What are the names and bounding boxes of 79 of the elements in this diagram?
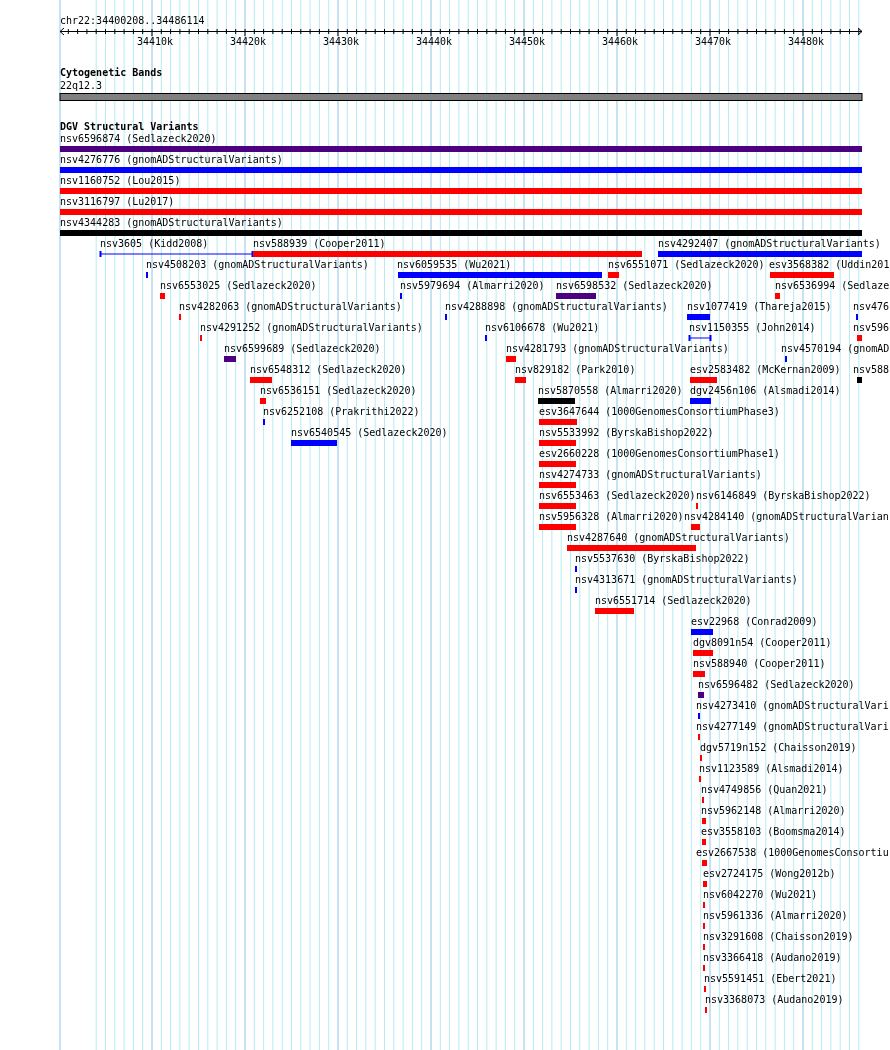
variant-label: nsv6551714 (Sedlazeck2020) [595,595,752,607]
variant-label: nsv6252108 (Prakrithi2022) [263,406,420,418]
variant-label: esv3558103 (Boomsma2014) [701,826,846,838]
band-label: 22q12.3 [60,80,103,92]
coordinate-label: chr22:34400208..34486114 [60,15,205,27]
variant-label: nsv4313671 (gnomADStructuralVariants) [575,574,798,586]
tick-label: 34430k [323,36,360,48]
variant-label: nsv5961336 (Almarri2020) [703,910,848,922]
tick-label: 34410k [137,36,174,48]
tick-label: 34470k [695,36,732,48]
variant-label: nsv588 [853,364,890,376]
variant-label: nsv3291608 (Chaisson2019) [703,931,854,943]
variant-label: nsv6596874 (Sedlazeck2020) [60,133,217,145]
variant-label: esv3647644 (1000GenomesConsortiumPhase3) [539,406,780,418]
variant-label: nsv6042270 (Wu2021) [703,889,818,901]
variant-label: nsv6548312 (Sedlazeck2020) [250,364,407,376]
variant-label: nsv1123589 (Alsmadi2014) [699,763,844,775]
variant-label: esv3568382 (Uddin201 [769,259,890,271]
variant-label: nsv4508203 (gnomADStructuralVariants) [146,259,369,271]
variant-label: dgv8091n54 (Cooper2011) [693,637,832,649]
variant-label: nsv4344283 (gnomADStructuralVariants) [60,217,283,229]
variant-label: nsv4749856 (Quan2021) [701,784,828,796]
variant-label: esv2583482 (McKernan2009) [690,364,841,376]
variant-label: nsv4277149 (gnomADStructuralVari [696,721,889,733]
variant-label: nsv6536151 (Sedlazeck2020) [260,385,417,397]
variant-label: nsv6551071 (Sedlazeck2020) [608,259,765,271]
variant-label: dgv5719n152 (Chaisson2019) [700,742,857,754]
variant-label: nsv4292407 (gnomADStructuralVariants) [658,238,881,250]
variant-label: nsv4276776 (gnomADStructuralVariants) [60,154,283,166]
variant-label: nsv4281793 (gnomADStructuralVariants) [506,343,729,355]
variant-label: nsv1077419 (Thareja2015) [687,301,832,313]
variant-label: nsv4570194 (gnomAD [781,343,890,355]
variant-label: nsv588939 (Cooper2011) [253,238,386,250]
variant-label: nsv3116797 (Lu2017) [60,196,175,208]
variant-label: nsv6540545 (Sedlazeck2020) [291,427,448,439]
variant-label: nsv829182 (Park2010) [515,364,636,376]
variant-label: nsv5870558 (Almarri2020) [538,385,683,397]
variant-label: esv22968 (Conrad2009) [691,616,818,628]
variant-label: nsv588940 (Cooper2011) [693,658,826,670]
variant-label: nsv5956328 (Almarri2020) [539,511,684,523]
variant-label: nsv3605 (Kidd2008) [100,238,209,250]
variant-label: nsv4284140 (gnomADStructuralVarian [684,511,889,523]
variant-label: nsv4274733 (gnomADStructuralVariants) [539,469,762,481]
variant-label: nsv5537630 (ByrskaBishop2022) [575,553,750,565]
variant-label: nsv3366418 (Audano2019) [703,952,842,964]
tick-label: 34480k [788,36,825,48]
variant-label: nsv3368073 (Audano2019) [705,994,844,1006]
variant-label: nsv4287640 (gnomADStructuralVariants) [567,532,790,544]
variant-label: nsv4288898 (gnomADStructuralVariants) [445,301,668,313]
track-title: Cytogenetic Bands [60,67,163,79]
variant-label: nsv6146849 (ByrskaBishop2022) [696,490,871,502]
variant-label: nsv6553463 (Sedlazeck2020) [539,490,696,502]
variant-label: nsv5962148 (Almarri2020) [701,805,846,817]
variant-label: nsv4282063 (gnomADStructuralVariants) [179,301,402,313]
variant-label: nsv6598532 (Sedlazeck2020) [556,280,713,292]
tick-label: 34420k [230,36,267,48]
variant-label: nsv4273410 (gnomADStructuralVari [696,700,889,712]
variant-label: esv2660228 (1000GenomesConsortiumPhase1) [539,448,780,460]
variant-label: nsv1160752 (Lou2015) [60,175,181,187]
variant-label: nsv596 [853,322,890,334]
tick-label: 34440k [416,36,453,48]
variant-label: nsv6536994 (Sedlaze [775,280,890,292]
variant-label: nsv5979694 (Almarri2020) [400,280,545,292]
tick-label: 34460k [602,36,639,48]
variant-label: esv2667538 (1000GenomesConsortiu [696,847,889,859]
variant-label: esv2724175 (Wong2012b) [703,868,836,880]
variant-label: nsv1150355 (John2014) [689,322,816,334]
variant-label: nsv6596482 (Sedlazeck2020) [698,679,855,691]
variant-label: nsv6106678 (Wu2021) [485,322,600,334]
variant-label: dgv2456n106 (Alsmadi2014) [690,385,841,397]
variant-label: nsv5591451 (Ebert2021) [704,973,837,985]
variant-label: nsv6059535 (Wu2021) [397,259,512,271]
variant-label: nsv4291252 (gnomADStructuralVariants) [200,322,423,334]
variant-label: nsv6553025 (Sedlazeck2020) [160,280,317,292]
variant-label: nsv476 [853,301,890,313]
variant-label: nsv5533992 (ByrskaBishop2022) [539,427,714,439]
variant-label: nsv6599689 (Sedlazeck2020) [224,343,381,355]
tick-label: 34450k [509,36,546,48]
track-title: DGV Structural Variants [60,121,199,133]
